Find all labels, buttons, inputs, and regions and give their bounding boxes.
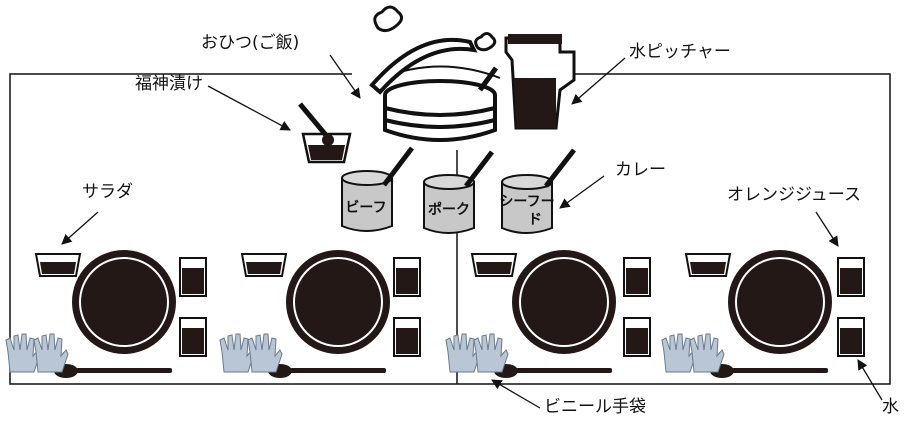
vinyl-glove-icon xyxy=(445,333,509,373)
place-setting xyxy=(445,250,651,378)
leader-arrows xyxy=(61,54,883,409)
label-salad: サラダ xyxy=(82,182,133,202)
label-ohitsu: おひつ(ご飯) xyxy=(201,33,300,53)
label-water-pitcher: 水ピッチャー xyxy=(629,42,731,62)
plate-icon xyxy=(286,250,390,354)
salad-bowl-icon xyxy=(34,253,82,277)
fukujinzuke-bowl-icon xyxy=(298,102,352,164)
spoon-icon xyxy=(268,364,386,378)
place-setting xyxy=(5,250,207,378)
label-fukujinzuke: 福神漬け xyxy=(135,74,203,94)
pot-label-pork: ポーク xyxy=(428,201,470,218)
water-cup-icon xyxy=(837,317,865,357)
label-gloves: ビニール手袋 xyxy=(544,397,646,417)
spoon-icon xyxy=(54,364,172,378)
orange-juice-cup-icon xyxy=(179,257,207,297)
curry-pot-beef-icon xyxy=(341,146,414,232)
salad-bowl-icon xyxy=(684,253,732,277)
label-water: 水 xyxy=(882,397,899,417)
label-orange-juice: オレンジジュース xyxy=(727,185,861,205)
ohitsu-icon xyxy=(352,5,512,142)
plate-icon xyxy=(72,250,176,354)
spoon-icon xyxy=(710,364,828,378)
salad-bowl-icon xyxy=(240,253,288,277)
vinyl-glove-icon xyxy=(661,333,725,373)
spoon-icon xyxy=(494,364,612,378)
pot-label-beef: ビーフ xyxy=(345,200,386,216)
salad-bowl-icon xyxy=(470,253,518,277)
vinyl-glove-icon xyxy=(5,333,69,373)
place-settings xyxy=(5,250,865,378)
place-setting xyxy=(219,250,421,378)
water-pitcher-icon xyxy=(504,34,576,130)
curry-pot-seafood-icon xyxy=(501,148,576,234)
water-cup-icon xyxy=(179,317,207,357)
curry-pot-pork-icon xyxy=(423,150,494,234)
vinyl-glove-icon xyxy=(219,333,283,373)
orange-juice-cup-icon xyxy=(837,257,865,297)
place-setting xyxy=(661,250,865,378)
water-cup-icon xyxy=(393,317,421,357)
pot-label-seafood-1: シーフー xyxy=(499,194,554,210)
water-cup-icon xyxy=(623,317,651,357)
plate-icon xyxy=(512,250,616,354)
orange-juice-cup-icon xyxy=(623,257,651,297)
plate-icon xyxy=(728,250,832,354)
label-curry: カレー xyxy=(615,160,666,180)
pot-label-seafood-2: ド xyxy=(528,212,542,228)
orange-juice-cup-icon xyxy=(393,257,421,297)
